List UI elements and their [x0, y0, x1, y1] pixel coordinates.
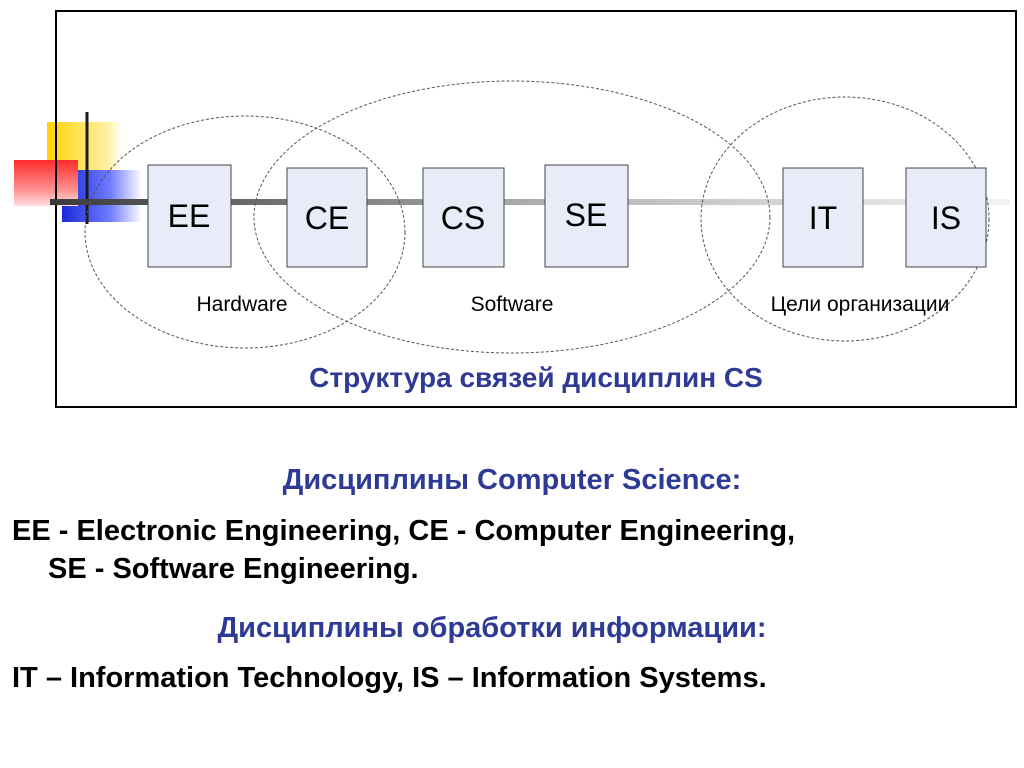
svg-text:EE: EE: [168, 198, 211, 234]
box-it: IT: [782, 167, 864, 268]
svg-text:CE: CE: [305, 200, 349, 236]
box-cs: CS: [422, 167, 505, 268]
software-ellipse: [253, 80, 771, 354]
label-hardware: Hardware: [196, 293, 287, 316]
label-organization-goals: Цели организации: [771, 293, 950, 316]
connector-bar: [50, 199, 1010, 205]
label-software: Software: [471, 293, 554, 316]
box-is: IS: [905, 167, 987, 268]
cs-disciplines-line-2: SE - Software Engineering.: [48, 553, 419, 585]
cs-disciplines-line-1: EE - Electronic Engineering, CE - Comput…: [12, 515, 796, 547]
hardware-ellipse: [84, 115, 406, 349]
info-processing-line-1: IT – Information Technology, IS – Inform…: [12, 662, 767, 694]
svg-text:IT: IT: [809, 200, 837, 236]
svg-text:IS: IS: [931, 200, 961, 236]
deco-red-square: [14, 160, 78, 206]
box-se: SE: [544, 164, 629, 268]
heading-cs-disciplines: Дисциплины Computer Science:: [282, 464, 742, 496]
info-processing-disciplines-text: IT – Information Technology, IS – Inform…: [12, 659, 1012, 697]
heading-info-processing-disciplines: Дисциплины обработки информации:: [217, 612, 767, 644]
box-ee: EE: [147, 164, 232, 268]
diagram-caption: Структура связей дисциплин CS: [309, 362, 763, 393]
box-ce: CE: [286, 167, 368, 268]
cs-disciplines-text: EE - Electronic Engineering, CE - Comput…: [12, 512, 1012, 588]
svg-text:CS: CS: [441, 200, 485, 236]
diagram-frame: [55, 10, 1017, 408]
organization-goals-ellipse: [700, 96, 990, 342]
discipline-diagram: EE CE CS SE IT IS Hardware Software Цели…: [50, 80, 1010, 354]
svg-text:SE: SE: [565, 197, 608, 233]
